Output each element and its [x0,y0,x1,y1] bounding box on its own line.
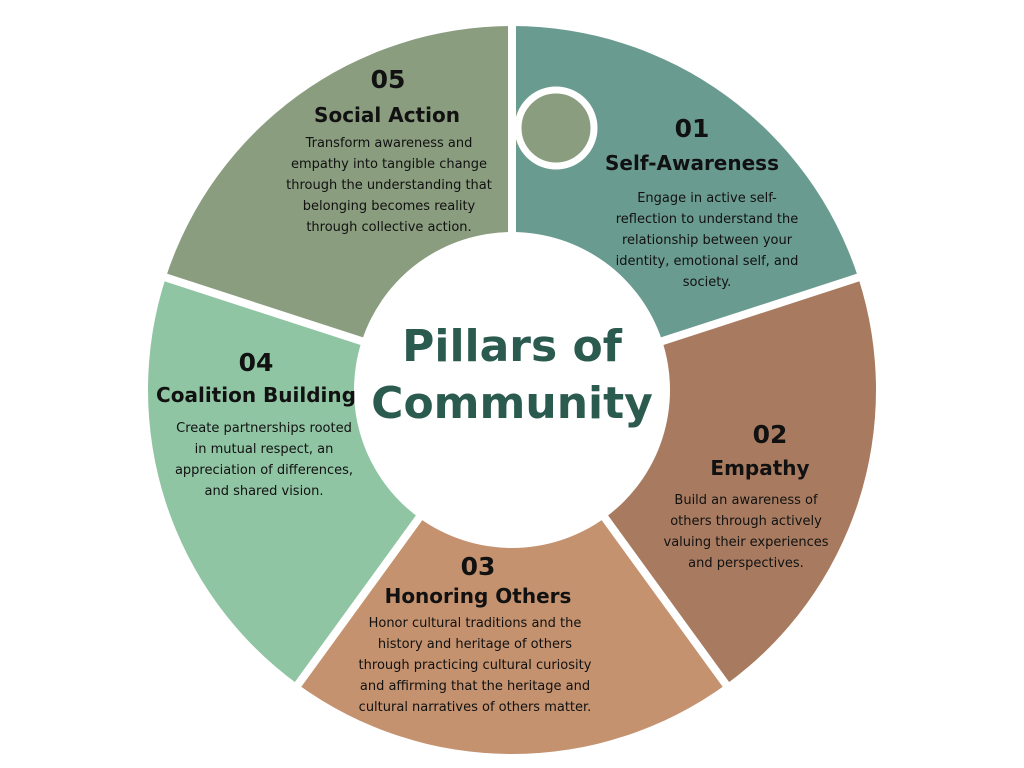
pillar-title: Social Action [314,103,460,127]
pillar-segment [512,26,859,342]
pillar-social-action-piece [165,26,598,342]
pillar-segment [148,277,420,685]
pillar-social-action-title-wrap: Social Action [287,102,487,128]
segment-divider [656,272,865,347]
segment-divider [291,511,426,691]
pillar-empathy-title-wrap: Empathy [660,455,860,481]
pillar-title: Coalition Building [156,383,356,407]
pillar-self-awareness-label: 01 [612,114,772,144]
pillar-number: 05 [370,65,406,94]
pillar-description: Build an awareness of others through act… [663,493,829,571]
pillar-number: 04 [238,348,274,377]
diagram-title: Pillars of Community [371,321,653,429]
pillar-title: Empathy [710,456,810,480]
pillar-number: 03 [460,552,496,581]
pillar-number: 02 [752,420,788,449]
pillar-description: Create partnerships rooted in mutual res… [174,421,354,499]
segment-divider [159,272,368,347]
pillar-social-action-label: 05 [308,65,468,95]
pillar-self-awareness-title-wrap: Self-Awareness [592,150,792,176]
puzzle-tab [514,86,598,170]
pillar-number: 01 [674,114,710,143]
pillar-segment [298,517,726,754]
pillar-description: Transform awareness and empathy into tan… [286,136,492,235]
segment-divider [598,511,733,691]
pillar-honoring-others-label: 03 [398,552,558,582]
pillar-empathy-label: 02 [690,420,850,450]
pillar-segment [604,277,876,685]
pillar-description: Engage in active self-reflection to unde… [615,191,799,290]
pillar-segment [165,26,512,342]
pillar-coalition-building-label: 04 [176,348,336,378]
pillar-honoring-others-title-wrap: Honoring Others [368,583,588,609]
pillar-title: Self-Awareness [605,151,779,175]
pillar-coalition-building-title-wrap: Coalition Building [146,382,366,408]
pillar-title: Honoring Others [384,584,572,608]
pillar-description: Honor cultural traditions and the histor… [358,616,592,715]
center-circle [355,233,669,547]
